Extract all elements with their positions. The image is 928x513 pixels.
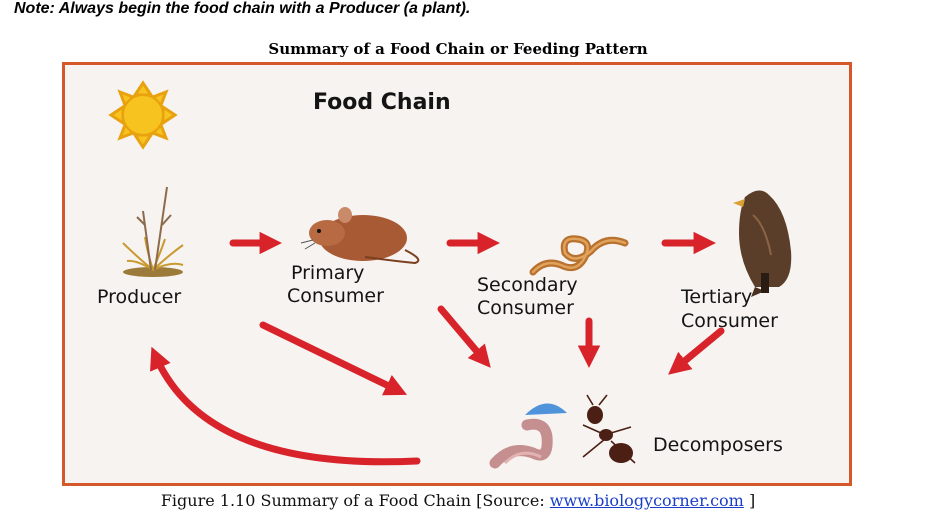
caption-end: ] [743, 491, 756, 510]
note-text: Note: Always begin the food chain with a… [14, 0, 471, 17]
arrow-tertiary-to-decomposers [668, 327, 725, 375]
caption-text: Figure 1.10 Summary of a Food Chain [Sou… [160, 491, 550, 510]
label-decomposers: Decomposers [653, 434, 783, 456]
label-secondary-2: Consumer [477, 297, 574, 319]
diagram-artwork [108, 80, 792, 469]
label-secondary-1: Secondary [477, 274, 578, 296]
arrow-decomposers-to-producer [150, 346, 421, 466]
food-chain-diagram: Food Chain Producer Primary Consumer Sec… [62, 62, 852, 486]
diagram-title: Food Chain [313, 90, 451, 115]
arrow-primary-to-decomposers [437, 305, 491, 368]
label-primary-2: Consumer [287, 285, 384, 307]
mouse-icon [300, 207, 420, 265]
arrow-producer-to-decomposers [259, 321, 408, 396]
figure-caption: Figure 1.10 Summary of a Food Chain [Sou… [0, 491, 916, 510]
hawk-icon [733, 190, 792, 297]
label-tertiary-1: Tertiary [681, 286, 753, 308]
arrows [150, 231, 725, 466]
label-producer: Producer [97, 286, 182, 308]
snake-icon [529, 235, 629, 276]
decomposers-icon [489, 394, 636, 469]
label-primary-1: Primary [291, 262, 365, 284]
summary-title: Summary of a Food Chain or Feeding Patte… [268, 40, 648, 58]
caption-source-link[interactable]: www.biologycorner.com [549, 491, 744, 510]
label-tertiary-2: Consumer [681, 310, 778, 332]
sun-icon [108, 80, 178, 150]
plant-icon [122, 186, 184, 277]
